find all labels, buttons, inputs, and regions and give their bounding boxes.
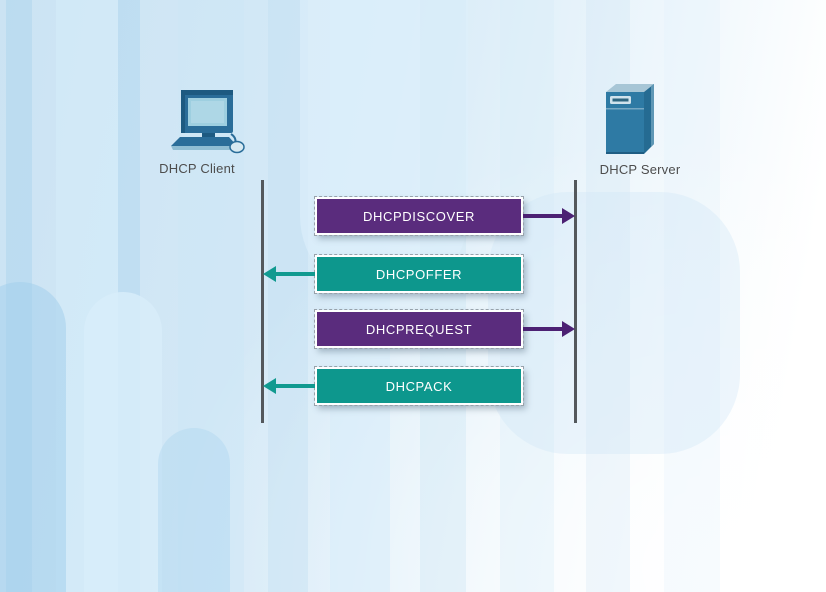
background-pill xyxy=(84,292,162,592)
server-icon xyxy=(606,84,654,154)
message-box-dhcpack: DHCPACK xyxy=(314,366,524,406)
background-stripe xyxy=(500,0,554,592)
computer-icon xyxy=(171,90,245,154)
message-box-dhcprequest: DHCPREQUEST xyxy=(314,309,524,349)
message-label: DHCPOFFER xyxy=(375,266,463,282)
arrow-left-icon xyxy=(263,378,315,394)
background-pill xyxy=(488,192,740,454)
arrow-right-icon xyxy=(523,321,575,337)
message-box-dhcpdiscover: DHCPDISCOVER xyxy=(314,196,524,236)
client-label: DHCP Client xyxy=(159,161,235,176)
message-label: DHCPACK xyxy=(385,378,453,394)
server-lifeline xyxy=(574,180,577,423)
message-label: DHCPREQUEST xyxy=(365,321,473,337)
background-pill xyxy=(158,428,230,592)
arrow-right-icon xyxy=(523,208,575,224)
background-pill xyxy=(0,282,66,592)
message-label: DHCPDISCOVER xyxy=(363,208,475,224)
client-lifeline xyxy=(261,180,264,423)
background-pill xyxy=(300,0,468,300)
message-box-dhcpoffer: DHCPOFFER xyxy=(314,254,524,294)
arrow-left-icon xyxy=(263,266,315,282)
background-stripe xyxy=(664,0,720,592)
server-label: DHCP Server xyxy=(599,162,681,177)
